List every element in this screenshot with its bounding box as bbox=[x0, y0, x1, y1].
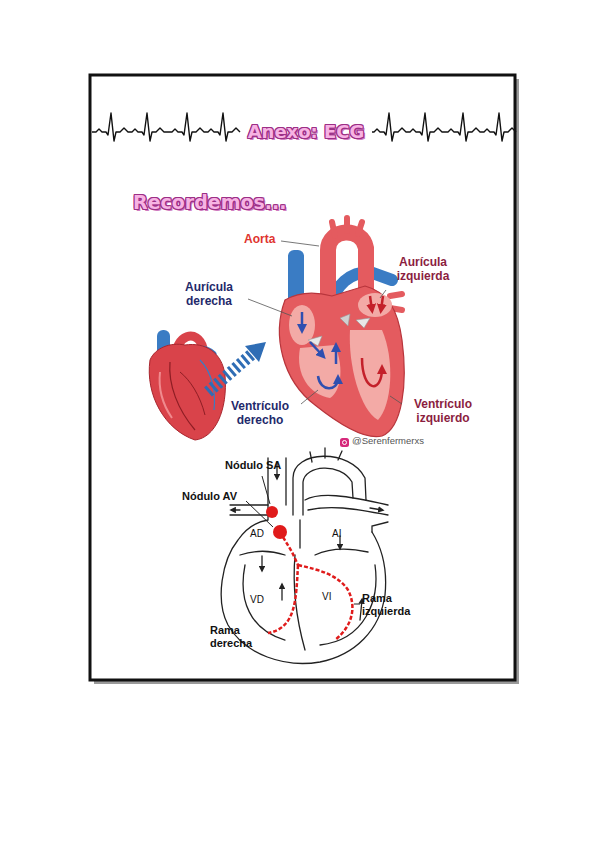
part-label: Nódulo AV bbox=[182, 490, 237, 503]
leader-lines bbox=[246, 476, 360, 604]
transition-arrow-head bbox=[245, 342, 266, 362]
section-heading: Recordemos... bbox=[133, 192, 287, 214]
part-label: Aorta bbox=[244, 233, 275, 247]
heart-section bbox=[279, 218, 404, 437]
external-heart bbox=[149, 330, 225, 440]
av-node bbox=[273, 525, 287, 539]
conduction-diagram bbox=[221, 448, 388, 663]
chamber-label: VI bbox=[322, 591, 331, 603]
conduction-path bbox=[268, 532, 352, 640]
chamber-label: AI bbox=[332, 528, 341, 540]
part-label: Ventrículo derecho bbox=[222, 400, 298, 428]
transition-arrow bbox=[208, 354, 252, 392]
part-label: Nódulo SA bbox=[225, 459, 281, 472]
frame bbox=[90, 75, 515, 680]
chamber-label: AD bbox=[250, 528, 264, 540]
part-label: Aurícula derecha bbox=[172, 281, 246, 309]
instagram-icon bbox=[340, 438, 349, 447]
part-label: Ventrículo izquierdo bbox=[404, 398, 482, 426]
part-label: Aurícula izquierda bbox=[386, 256, 460, 284]
part-label: Rama izquierda bbox=[362, 592, 420, 617]
diagram-title: Anexo: ECG bbox=[240, 122, 372, 143]
part-label: Rama derecha bbox=[210, 624, 262, 649]
ecg-trace bbox=[372, 113, 516, 141]
ecg-trace bbox=[92, 113, 240, 141]
chamber-label: VD bbox=[250, 594, 264, 606]
watermark: @Serenfermerxs bbox=[352, 436, 424, 447]
sa-node bbox=[266, 506, 278, 518]
instagram-icon bbox=[343, 441, 347, 445]
leader-lines bbox=[248, 241, 402, 404]
